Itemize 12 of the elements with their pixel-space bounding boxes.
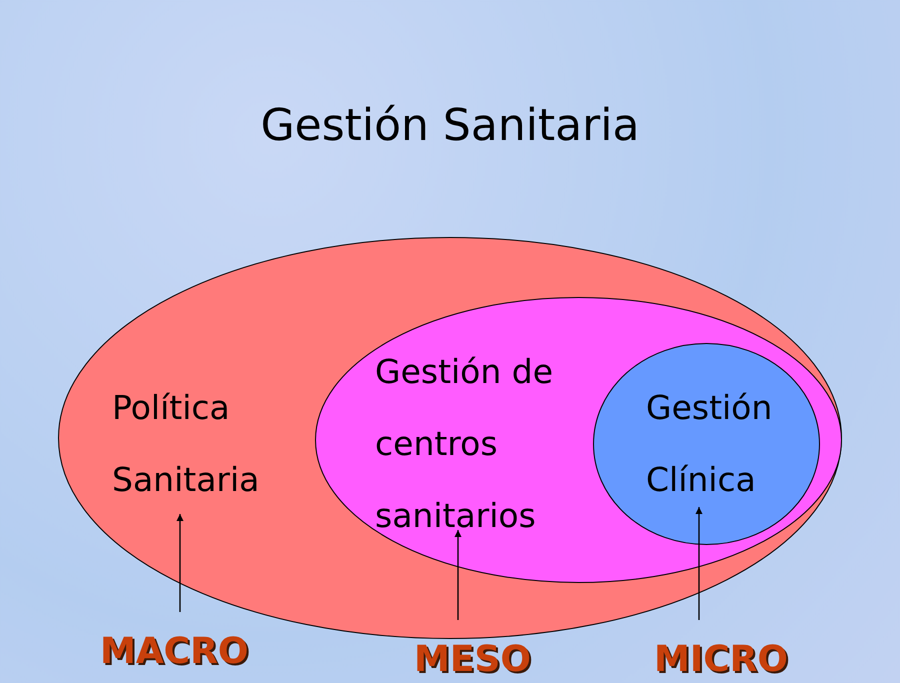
region-label: Gestión Clínica	[646, 387, 774, 501]
level-label: MICRO	[654, 640, 788, 680]
ellipse-region	[315, 297, 842, 583]
ellipse-region	[593, 343, 820, 545]
arrow	[696, 507, 702, 620]
arrow	[454, 530, 462, 620]
region-label: Gestión de centros sanitarios	[375, 351, 554, 537]
title: Gestión Sanitaria	[260, 100, 640, 151]
arrow	[176, 514, 184, 612]
level-label: MACRO	[100, 632, 248, 672]
region-label: Política Sanitaria	[112, 387, 260, 501]
level-label: MESO	[414, 640, 531, 680]
